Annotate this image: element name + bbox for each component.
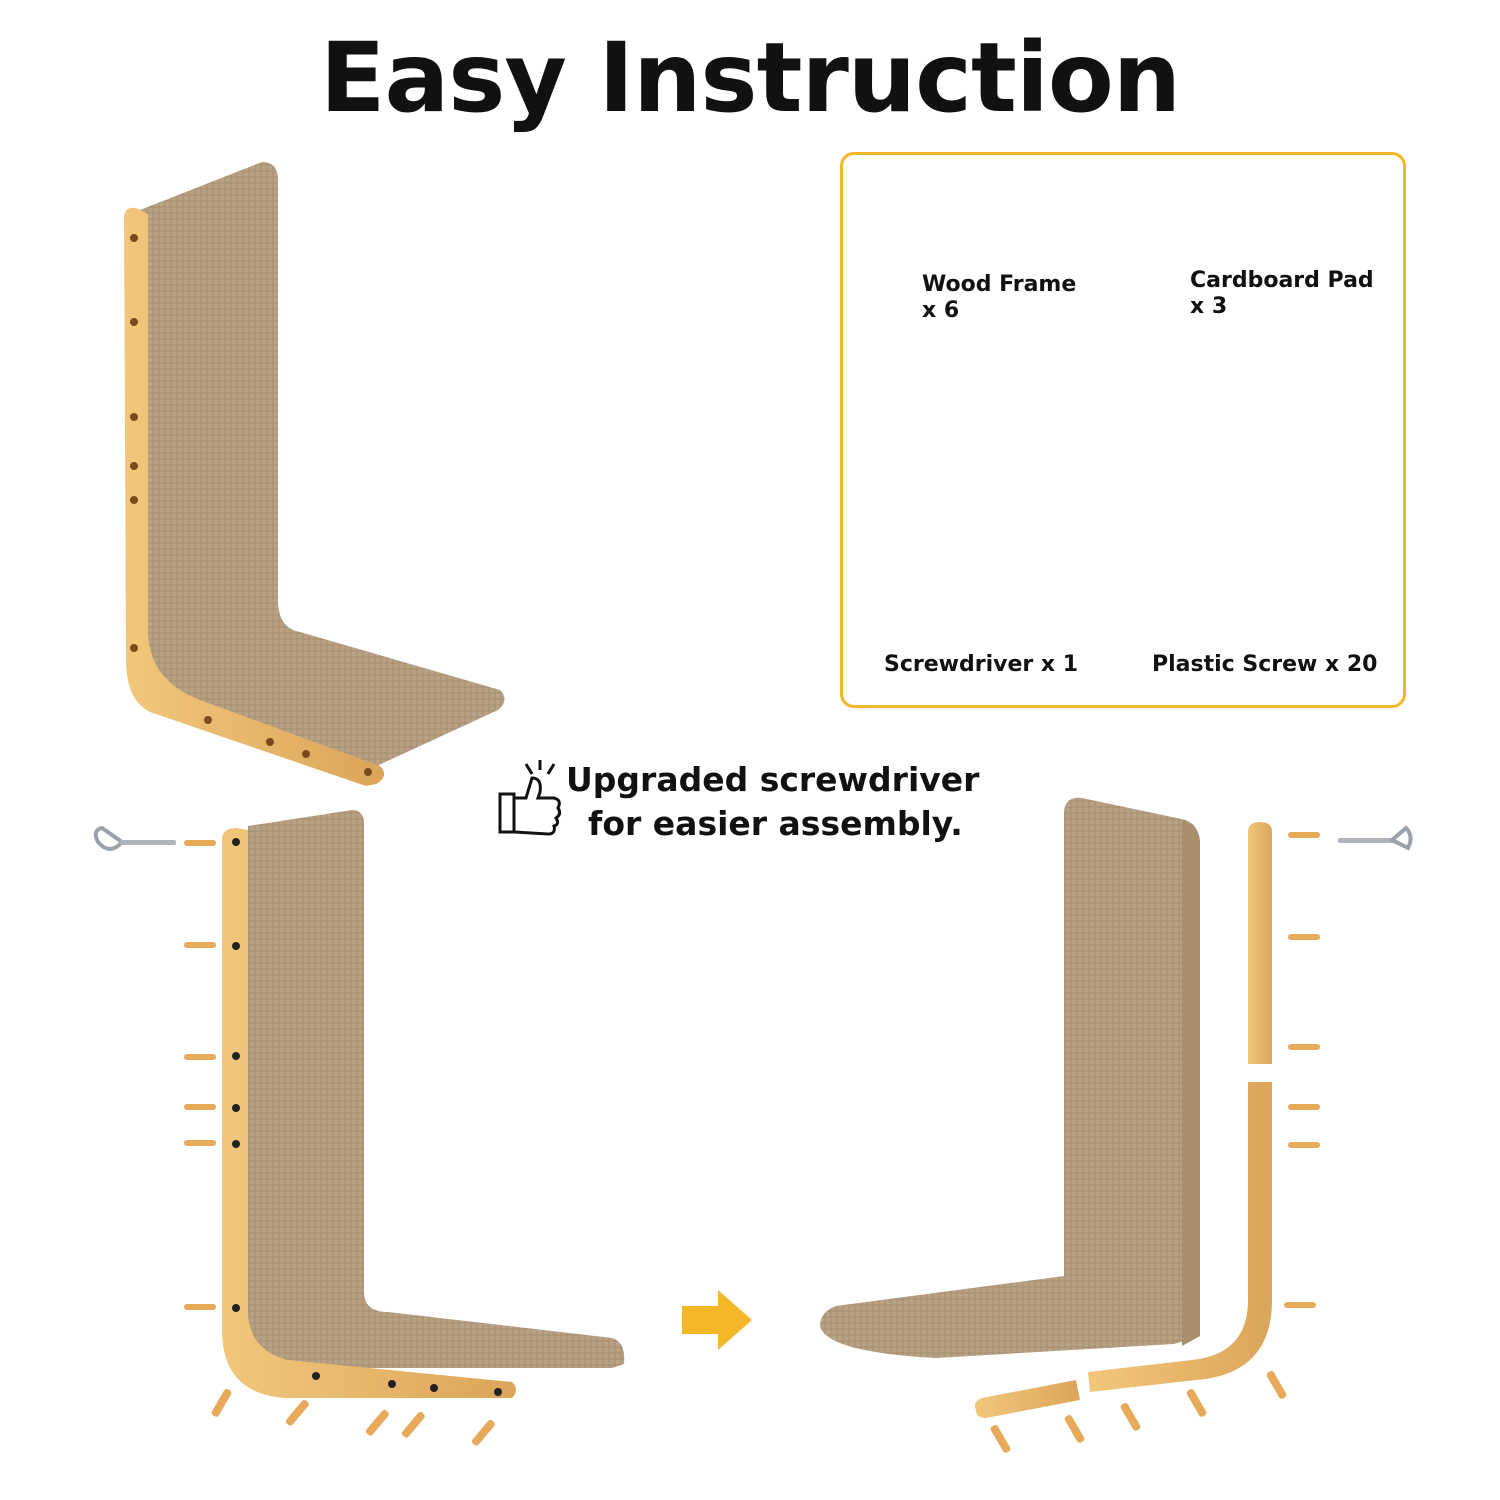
wood-frame-label: Wood Frame x 6	[922, 272, 1076, 324]
parts-list-box	[840, 152, 1406, 708]
upgrade-tip: Upgraded screwdriver for easier assembly…	[496, 758, 979, 848]
exploded-view-left	[93, 810, 625, 1446]
wood-frame-qty: x 6	[922, 298, 960, 323]
cardboard-pad-label: Cardboard Pad x 3	[1190, 268, 1374, 320]
cardboard-pad-name: Cardboard Pad	[1190, 268, 1374, 293]
tip-line-2: for easier assembly.	[588, 804, 963, 843]
assembled-scratcher	[124, 162, 505, 786]
exploded-view-right	[820, 797, 1413, 1453]
arrow-right-icon	[682, 1290, 752, 1350]
screwdriver-label: Screwdriver x 1	[884, 652, 1079, 677]
tip-text: Upgraded screwdriver for easier assembly…	[566, 758, 979, 846]
cardboard-pad-qty: x 3	[1190, 294, 1228, 319]
wood-frame-name: Wood Frame	[922, 272, 1077, 297]
page-title: Easy Instruction	[319, 22, 1181, 134]
plastic-screw-label: Plastic Screw x 20	[1152, 652, 1378, 677]
tip-line-1: Upgraded screwdriver	[566, 760, 980, 799]
thumbs-up-icon	[498, 760, 562, 836]
